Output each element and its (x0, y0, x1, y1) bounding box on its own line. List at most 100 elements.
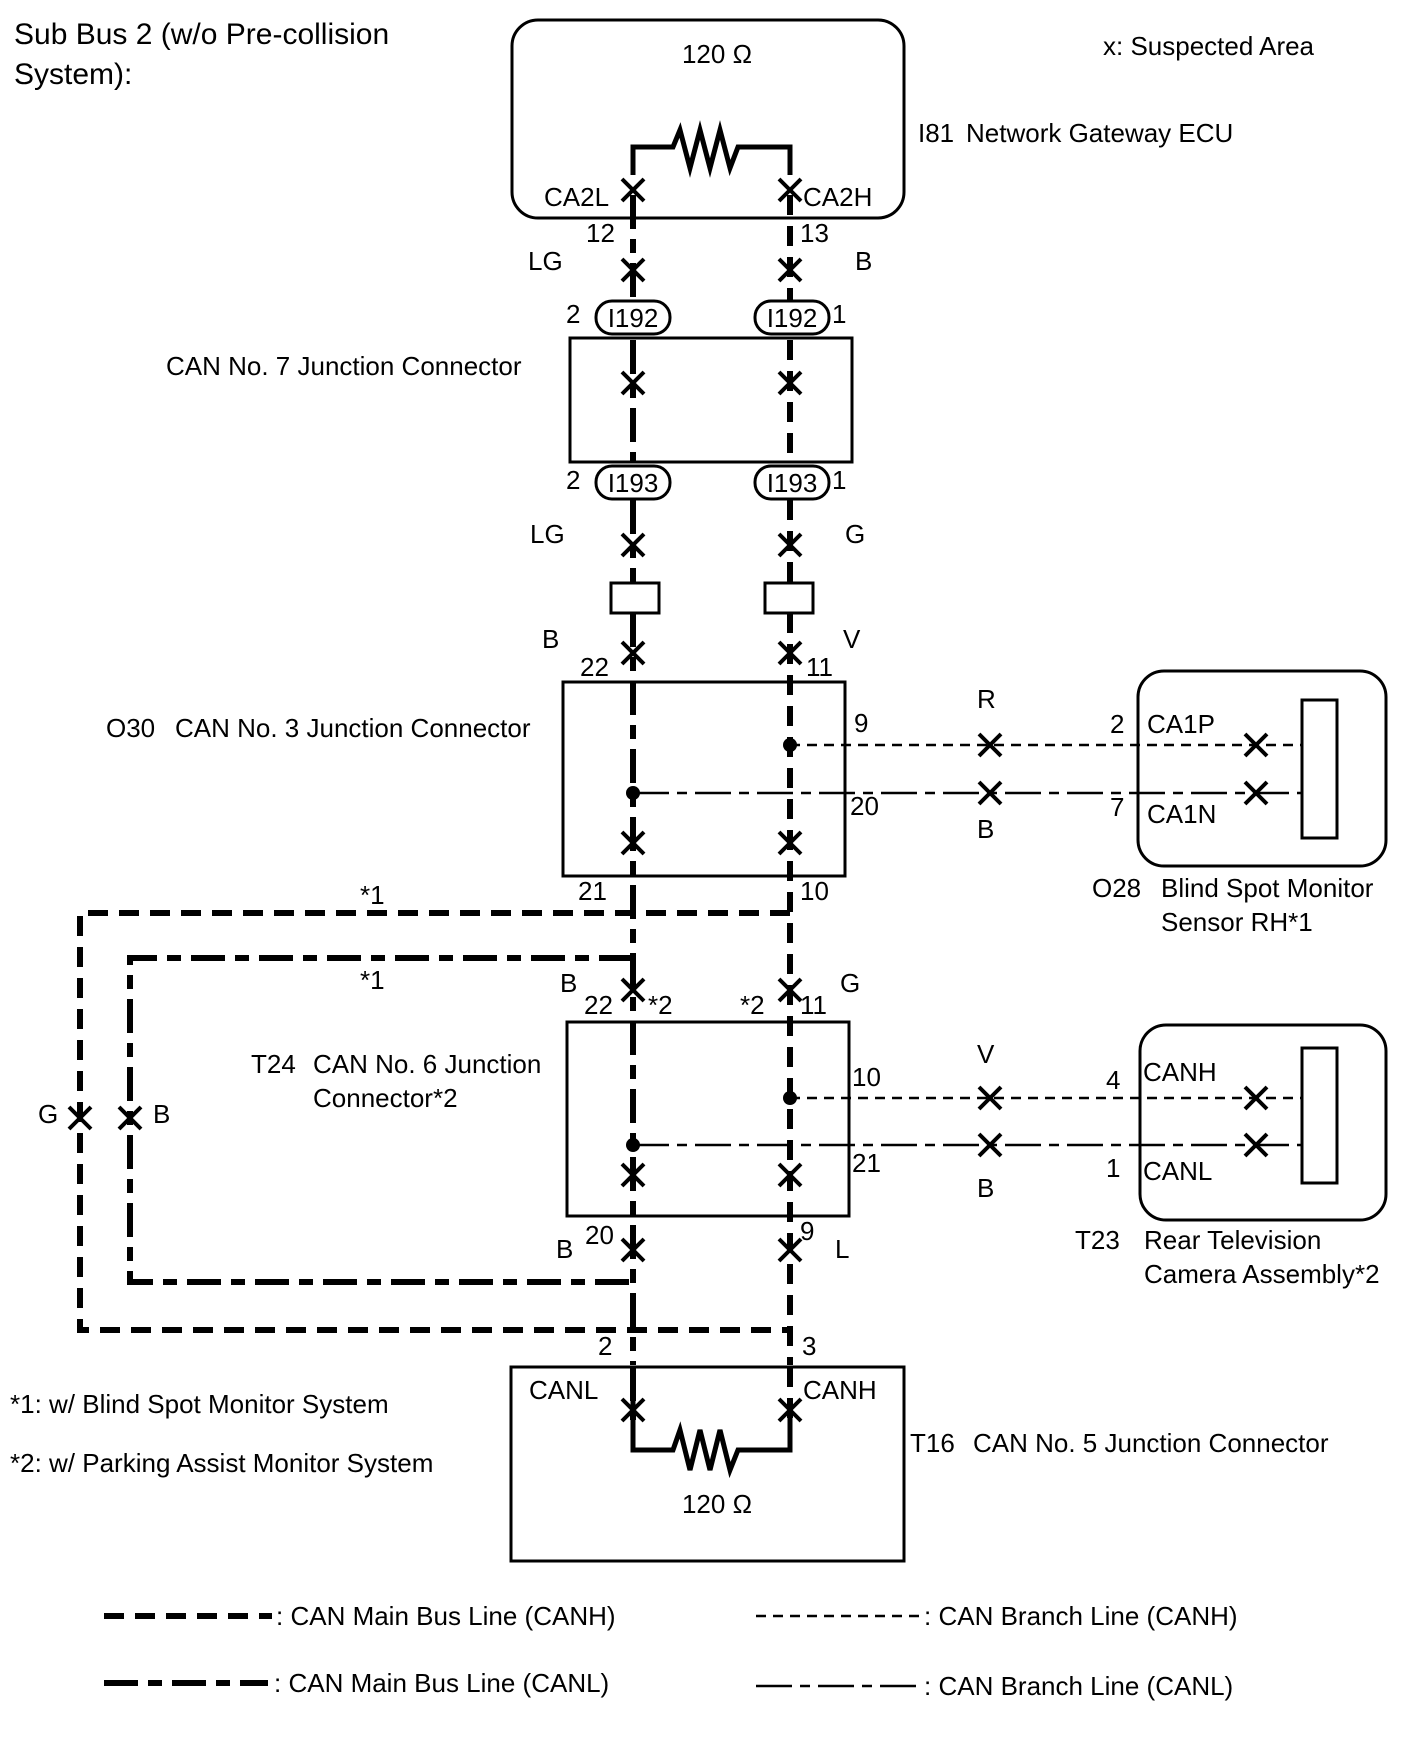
wire-color-jc7-left: LG (530, 519, 565, 549)
camera-pin-no-4: 4 (1106, 1065, 1120, 1095)
suspected-area-x-mark (620, 1397, 646, 1423)
bypass-outer-canh (77, 910, 790, 1333)
camera-pin-canl: CANL (1143, 1156, 1212, 1186)
wire-color-bsm-l: B (977, 814, 994, 844)
jc3-pin-22: 22 (580, 652, 609, 682)
jc6-pin-10: 10 (852, 1062, 881, 1092)
wire-color-bsm-h: R (977, 684, 996, 714)
suspected-area-x-mark (777, 1397, 803, 1423)
wire-color-jc6-out-left: B (556, 1234, 573, 1264)
suspected-area-x-mark (620, 830, 646, 856)
jc3-pin-10: 10 (800, 876, 829, 906)
splice-box-left (609, 581, 661, 615)
suspected-area-x-mark (777, 257, 803, 283)
suspected-area-x-mark (777, 370, 803, 396)
wire-color-jc3-in-left: B (542, 624, 559, 654)
connector-i193-left (594, 464, 672, 501)
wire-color-gw-right: B (855, 246, 872, 276)
camera-code: T23 (1075, 1225, 1120, 1255)
suspected-area-x-mark (777, 830, 803, 856)
bypass-inner-note: *1 (360, 965, 385, 995)
bsm-pin-no-7: 7 (1110, 792, 1124, 822)
suspected-area-x-mark (977, 1132, 1003, 1158)
gateway-resistor (630, 120, 793, 178)
suspected-area-x-mark (777, 532, 803, 558)
suspected-area-x-mark (777, 1162, 803, 1188)
gateway-pin-ca2h: CA2H (803, 182, 872, 212)
suspected-area-x-mark (977, 1085, 1003, 1111)
jc5-pin-no-2: 2 (598, 1331, 612, 1361)
camera-assembly-box (1138, 1023, 1388, 1222)
suspected-area-x-mark (620, 532, 646, 558)
jc7-bottom-left-pin: 2 (566, 465, 580, 495)
suspected-area-x-mark (977, 732, 1003, 758)
bsm-sensor-box (1136, 669, 1388, 868)
wire-color-jc6-in-left: B (560, 968, 577, 998)
jc5-resistor (630, 1400, 793, 1479)
jc6-note-left: *2 (648, 990, 673, 1020)
legend-branch-canh-label: : CAN Branch Line (CANH) (924, 1601, 1238, 1631)
camera-pin-no-1: 1 (1106, 1153, 1120, 1183)
gateway-code: I81 (918, 118, 954, 148)
wire-color-jc6-in-right: G (840, 968, 860, 998)
wire-color-bypass-outer: G (38, 1099, 58, 1129)
suspected-area-x-mark (1243, 1085, 1269, 1111)
jc6-name-line1: CAN No. 6 Junction (313, 1049, 541, 1079)
wire-color-cam-h: V (977, 1039, 995, 1069)
wire-color-gw-left: LG (528, 246, 563, 276)
bypass-outer-note: *1 (360, 880, 385, 910)
diagram-title-line2: System): (14, 58, 132, 91)
jc7-top-left-pin: 2 (566, 299, 580, 329)
jc6-code: T24 (251, 1049, 296, 1079)
jc5-pin-no-3: 3 (802, 1331, 816, 1361)
jc5-code: T16 (910, 1428, 955, 1458)
jc7-name: CAN No. 7 Junction Connector (166, 351, 522, 381)
bsm-code: O28 (1092, 873, 1141, 903)
wire-color-cam-l: B (977, 1173, 994, 1203)
suspected-area-x-mark (777, 640, 803, 666)
jc3-code: O30 (106, 713, 155, 743)
jc3-pin-9: 9 (854, 708, 868, 738)
gateway-name: Network Gateway ECU (966, 118, 1233, 148)
jc3-name: CAN No. 3 Junction Connector (175, 713, 531, 743)
connector-i193-right-label: I193 (767, 468, 818, 498)
splice-dot-jc6-l (626, 1138, 640, 1152)
suspected-area-marks (67, 177, 1269, 1423)
wire-color-jc7-right: G (845, 519, 865, 549)
legend-main-canh-label: : CAN Main Bus Line (CANH) (276, 1601, 616, 1631)
jc5-pin-canl: CANL (529, 1375, 598, 1405)
suspected-area-x-mark (620, 370, 646, 396)
suspected-area-x-mark (620, 640, 646, 666)
bsm-pin-ca1p: CA1P (1147, 709, 1215, 739)
splice-dot-jc3-l (626, 786, 640, 800)
splice-dot-jc3-h (783, 738, 797, 752)
jc7-box (568, 336, 854, 464)
bsm-name-line1: Blind Spot Monitor (1161, 873, 1374, 903)
jc6-pin-21: 21 (852, 1148, 881, 1178)
footnote-2: *2: w/ Parking Assist Monitor System (10, 1448, 433, 1478)
bsm-name-line2: Sensor RH*1 (1161, 907, 1313, 937)
bsm-pin-ca1n: CA1N (1147, 799, 1216, 829)
jc7-bottom-right-pin: 1 (832, 465, 846, 495)
connector-i192-left-label: I192 (608, 303, 659, 333)
suspected-area-x-mark (67, 1105, 93, 1131)
suspected-area-x-mark (1243, 780, 1269, 806)
suspected-area-x-mark (1243, 1132, 1269, 1158)
suspected-area-x-mark (1243, 732, 1269, 758)
suspected-area-x-mark (777, 1237, 803, 1263)
diagram-title-line1: Sub Bus 2 (w/o Pre-collision (14, 18, 389, 51)
legend-main-canl-label: : CAN Main Bus Line (CANL) (274, 1668, 609, 1698)
wire-color-bypass-inner: B (153, 1099, 170, 1129)
suspected-area-x-mark (777, 177, 803, 203)
connector-i192-right (753, 299, 831, 336)
connector-i192-left (594, 299, 672, 336)
jc6-box (565, 1020, 851, 1218)
gateway-resistor-value: 120 Ω (682, 39, 752, 69)
camera-pin-canh: CANH (1143, 1057, 1217, 1087)
jc6-pin-9: 9 (800, 1216, 814, 1246)
jc7-top-right-pin: 1 (832, 299, 846, 329)
jc3-pin-20: 20 (850, 791, 879, 821)
suspected-area-x-mark (620, 177, 646, 203)
camera-name-line2: Camera Assembly*2 (1144, 1259, 1380, 1289)
